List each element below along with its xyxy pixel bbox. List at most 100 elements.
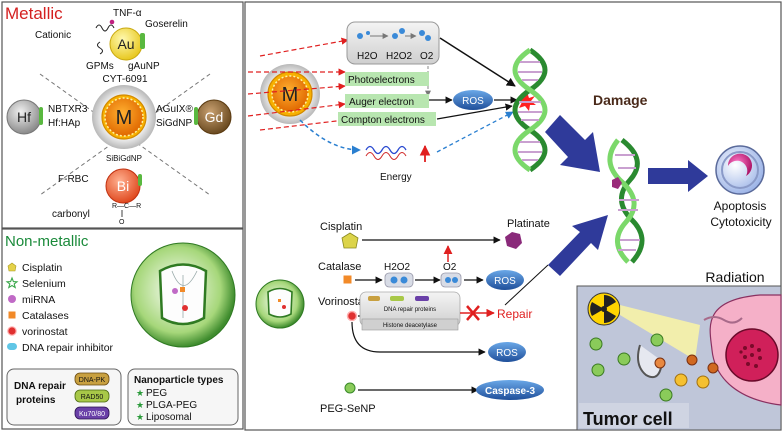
legend-item-catalases: Catalases [22,310,69,322]
nonmetallic-title: Non-metallic [5,233,89,250]
repair-label: Repair [497,307,532,321]
legend: Cisplatin Selenium miRNA Catalases vorin… [5,262,114,354]
nonmetallic-panel: Non-metallic Cisplatin Selenium miRNA Ca… [1,228,244,430]
dna-helix-top [512,47,548,173]
caspase-label: Caspase-3 [485,386,535,397]
catalase-o2: O2 [443,262,457,273]
cisplatin-icon [341,232,359,249]
dna-repair-box: DNA repair proteins DNA-PK RAD50 Ku70/80 [6,368,122,426]
np-types-title: Nanoparticle types [134,375,224,386]
small-nanoparticle [255,279,305,329]
au-symbol: Au [117,36,134,52]
electron-photo: Photoelectrons [348,75,415,86]
hf-hap-label: Hf:HAp [48,118,81,129]
np-peg: PEG [146,388,167,399]
gd-symbol: Gd [205,109,224,125]
apoptosis-label: Apoptosis [714,199,767,213]
gd-aguix-label: AGuIX® [156,104,193,115]
bi-particle: Bi [105,168,142,204]
legend-item-vorinostat: vorinostat [22,326,68,338]
water-o2: O2 [420,51,434,62]
ros-ellipse-top [453,90,493,110]
electron-compton: Compton electrons [341,115,425,126]
tumor-cell-inset: Radiation [576,269,782,431]
vorinostat-icon [346,310,358,322]
vorinostat-label: Vorinostat [318,296,367,308]
au-goserelin-label: Goserelin [145,19,188,30]
square-icon [7,310,17,320]
water-h2o2: H2O2 [386,51,413,62]
carbonyl-o: O [119,219,125,226]
au-particle: Au [95,19,145,61]
sibigdnp-label: SiBiGdNP [106,154,142,163]
metallic-title: Metallic [5,4,63,23]
catalase-h2o2: H2O2 [384,262,411,273]
catalase-icon [342,274,353,285]
radiation-rays [247,37,349,131]
np-liposomal: Liposomal [146,412,192,423]
legend-item-selenium: Selenium [22,278,66,290]
tumor-cell-label: Tumor cell [583,409,673,429]
metallic-panel: Metallic Au TNF-α Cationic Goserelin GPM… [1,1,244,229]
histone-label: Histone deacetylase [383,323,438,329]
legend-item-cisplatin: Cisplatin [22,262,62,274]
dna-helix-damaged [607,138,645,264]
m-particle-rays: M [260,64,320,124]
np-bullet-1: ★ [136,388,144,398]
ros-ellipse-mid [486,270,524,290]
au-gpms-label: GPMs [86,61,114,72]
dna-repair-title-2: proteins [16,395,56,406]
pegsenp-label: PEG-SeNP [320,403,376,415]
cyt-label: CYT-6091 [102,74,147,85]
arrow-to-damaged-dna [545,115,600,172]
circle-icon [8,295,16,303]
scattered-particles [589,333,719,402]
hf-symbol: Hf [17,109,31,125]
m-particle-symbol: M [282,84,299,106]
gd-sigdnp-label: SiGdNP [156,118,192,129]
water-h2o: H2O [357,51,378,62]
cisplatin-label: Cisplatin [320,221,362,233]
np-bullet-2: ★ [136,400,144,410]
arrow-to-apoptosis [648,160,708,192]
radiation-label: Radiation [705,269,764,285]
gd-particle: Gd [194,99,232,135]
nanoparticle-cutaway [130,242,236,348]
star-icon [5,276,19,289]
legend-item-dna-repair-inhibitor: DNA repair inhibitor [22,342,114,354]
apoptotic-cell [715,145,765,195]
au-tnf-label: TNF-α [113,8,142,19]
catalase-label: Catalase [318,261,361,273]
ring-icon [7,326,17,336]
tag-dna-pk: DNA-PK [79,377,106,384]
np-bullet-3: ★ [136,412,144,422]
electron-auger: Auger electron [349,97,414,108]
carbonyl-formula: R—C—R [112,203,141,210]
dna-repair-title-1: DNA repair [14,381,66,392]
hf-particle: Hf [6,99,43,135]
electron-labels: Photoelectrons Auger electron Compton el… [338,72,436,126]
damage-label: Damage [593,92,648,108]
ros-ellipse-low [488,342,526,362]
cytotoxicity-label: Cytotoxicity [710,215,771,229]
platinate-label: Platinate [507,218,550,230]
pentagon-icon [7,262,17,272]
ros-low-label: ROS [496,348,518,359]
m-center-symbol: M [116,107,133,129]
caspase-ellipse [476,380,544,400]
mechanism-panel: M H2O H2O2 O2 Photoelectrons [244,1,782,431]
au-cationic-label: Cationic [35,30,71,41]
legend-item-mirna: miRNA [22,294,55,306]
pegsenp-icon [344,382,356,394]
bi-symbol: Bi [117,178,129,194]
ros-top-label: ROS [462,96,484,107]
bi-carbonyl-label: carbonyl [52,209,90,220]
np-plga: PLGA-PEG [146,400,197,411]
dna-repair-proteins-label: DNA repair proteins [384,307,436,313]
radiation-icon [587,292,621,326]
radiolysis-box: H2O H2O2 O2 [346,21,440,65]
bi-frbc-label: F-RBC [58,174,89,185]
np-types-box: Nanoparticle types ★ PEG ★ PLGA-PEG ★ Li… [127,368,239,426]
